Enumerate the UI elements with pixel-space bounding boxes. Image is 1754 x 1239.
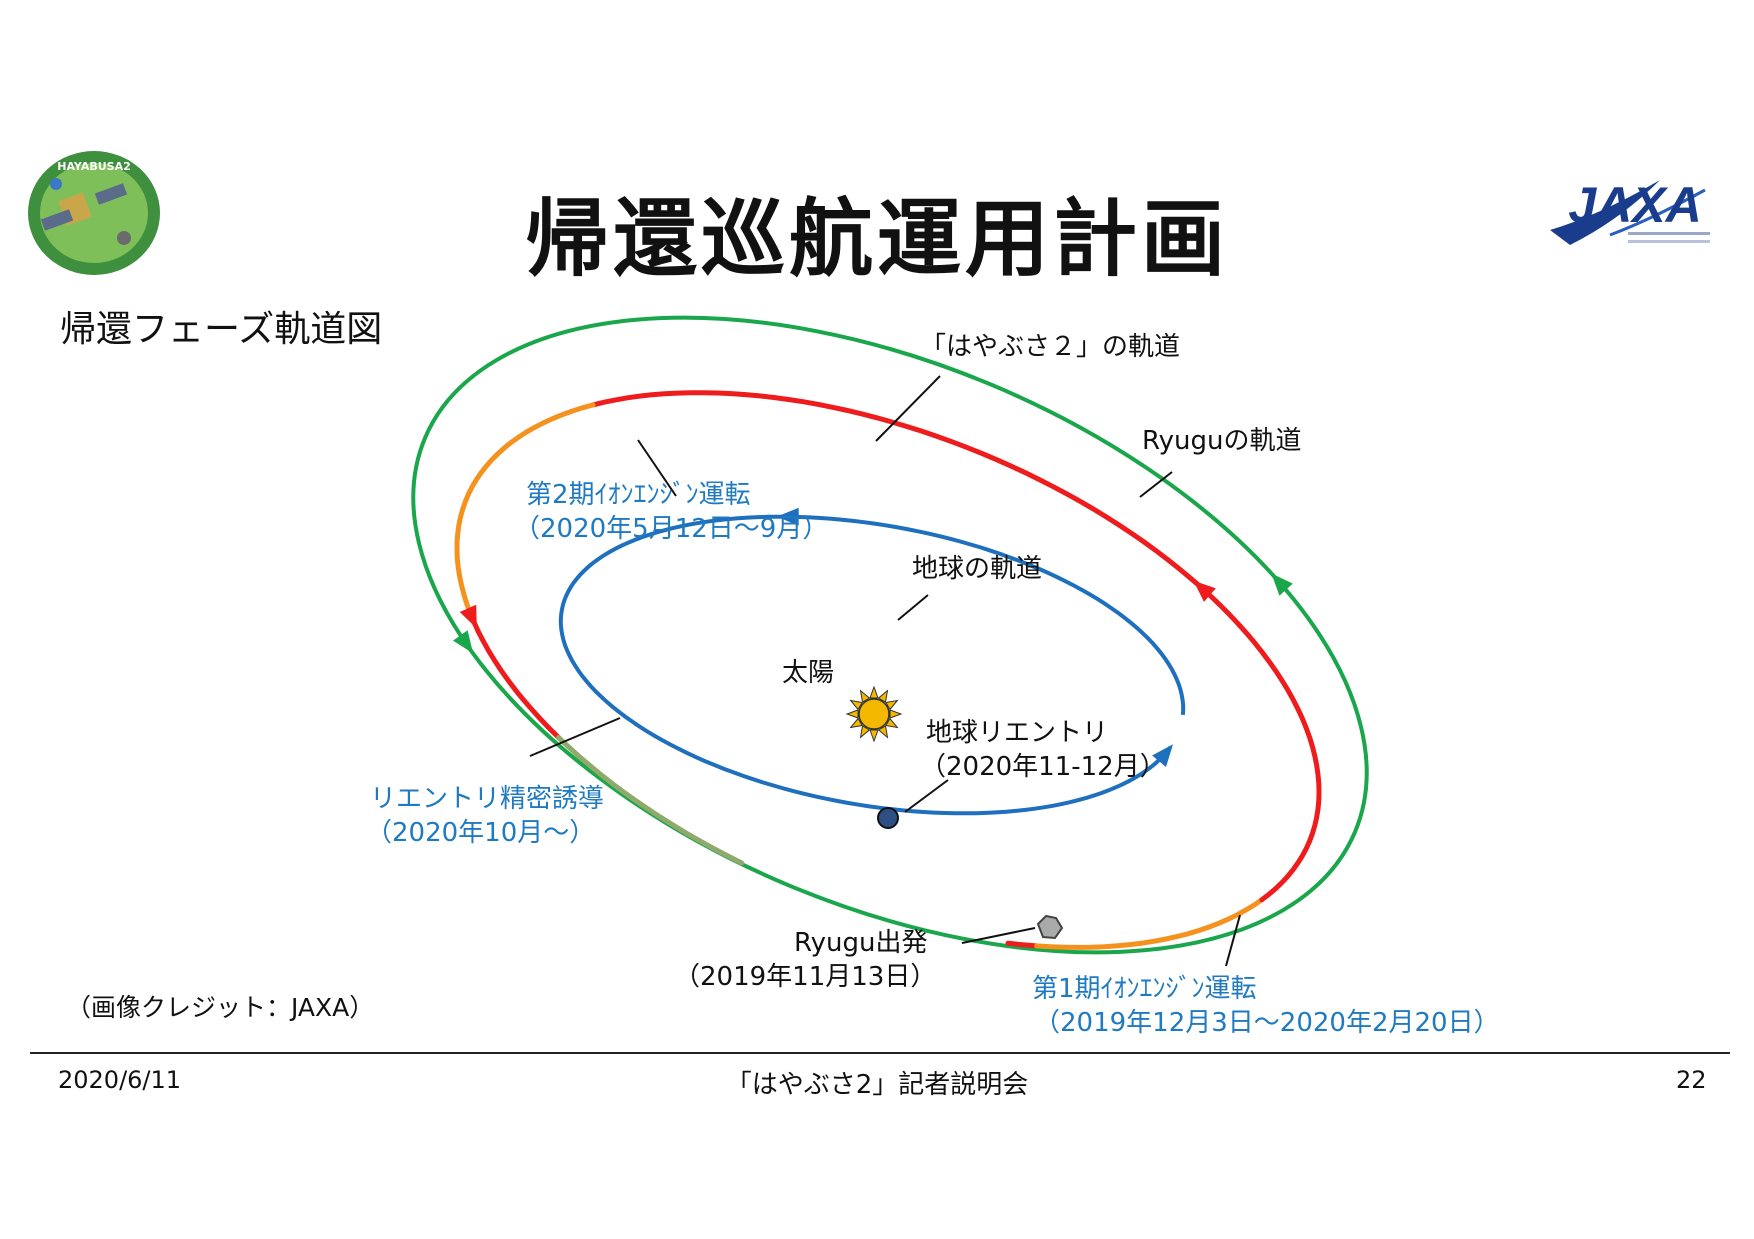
page-number: 22 xyxy=(1676,1066,1707,1094)
leader-earth-orbit xyxy=(897,594,929,621)
sun-ray xyxy=(849,699,863,711)
hayabusa-direction-arrow-2 xyxy=(459,604,477,629)
footer-divider xyxy=(30,1052,1730,1054)
earth-orbit-direction-arrow-1 xyxy=(776,507,799,526)
hayabusa2-patch-logo: HAYABUSA2 xyxy=(28,151,160,275)
footer-event-title: 「はやぶさ2」記者説明会 xyxy=(725,1070,1029,1100)
label-phase2-title: 第2期ｲｵﾝｴﾝｼﾞﾝ運転 xyxy=(526,480,751,510)
sun-ray xyxy=(859,725,871,739)
leader-ryugu-departure xyxy=(961,927,1036,944)
trajectory-phase2-ion-engine xyxy=(454,402,596,625)
sun-ray xyxy=(889,709,903,719)
label-earth-orbit: 地球の軌道 xyxy=(912,554,1043,584)
sun-ray xyxy=(885,699,899,711)
jaxa-logo-text: JAXA xyxy=(1568,177,1701,233)
patch-text: HAYABUSA2 xyxy=(57,160,131,173)
sun-ray xyxy=(885,717,899,729)
label-reentry-dates: （2020年11-12月） xyxy=(920,752,1166,782)
leader-phase1 xyxy=(1225,914,1241,967)
sun-ray xyxy=(877,689,889,703)
hayabusa-direction-arrow-1 xyxy=(1193,580,1216,602)
ryugu-asteroid-icon xyxy=(1036,914,1064,940)
sun-ray xyxy=(849,717,863,729)
label-reentry-title: 地球リエントリ xyxy=(926,718,1109,748)
ryugu-orbit-path xyxy=(411,315,1369,955)
label-guidance-title: リエントリ精密誘導 xyxy=(370,784,605,814)
sun-ray xyxy=(869,729,879,743)
sun-ray xyxy=(845,709,859,719)
page-title: 帰還巡航運用計画 xyxy=(524,190,1229,288)
label-sun: 太陽 xyxy=(782,658,835,688)
leader-hayabusa-orbit xyxy=(875,375,941,442)
ryugu-orbit-direction-arrow-2 xyxy=(452,630,474,654)
sun-ray xyxy=(859,689,871,703)
sun-ray xyxy=(869,685,879,699)
ryugu-orbit-direction-arrow-1 xyxy=(1271,573,1293,596)
earth-orbit-direction-arrow-2 xyxy=(1152,744,1174,767)
leader-earth-reentry xyxy=(904,779,949,813)
jaxa-logo: JAXA xyxy=(1550,177,1710,245)
trajectory-post-phase2-coast xyxy=(471,619,562,740)
trajectory-return-coast xyxy=(590,390,1322,903)
label-guidance-dates: （2020年10月～） xyxy=(366,818,596,848)
trajectory-phase1-ion-engine xyxy=(1034,897,1265,950)
footer-date: 2020/6/11 xyxy=(58,1066,182,1094)
trajectory-reentry-guidance xyxy=(556,735,745,866)
label-departure-title: Ryugu出発 xyxy=(794,928,928,958)
label-phase2-dates: （2020年5月12日～9月） xyxy=(514,514,829,544)
earth-orbit-path xyxy=(558,514,1186,816)
label-ryugu-orbit: Ryuguの軌道 xyxy=(1142,426,1302,456)
trajectory-departure-coast xyxy=(1005,940,1040,949)
diagram-subtitle: 帰還フェーズ軌道図 xyxy=(60,309,383,350)
label-hayabusa-orbit: 「はやぶさ２」の軌道 xyxy=(920,332,1181,362)
sun-ray xyxy=(877,725,889,739)
leader-ryugu-orbit xyxy=(1139,471,1173,498)
label-phase1-dates: （2019年12月3日～2020年2月20日） xyxy=(1034,1008,1500,1038)
earth-icon xyxy=(877,807,899,829)
label-phase1-title: 第1期ｲｵﾝｴﾝｼﾞﾝ運転 xyxy=(1032,974,1257,1004)
leader-reentry-guidance xyxy=(529,717,621,757)
sun-icon xyxy=(858,698,890,730)
leader-phase2 xyxy=(637,439,677,497)
label-departure-dates: （2019年11月13日） xyxy=(674,962,937,992)
image-credit: （画像クレジット：JAXA） xyxy=(66,993,375,1022)
